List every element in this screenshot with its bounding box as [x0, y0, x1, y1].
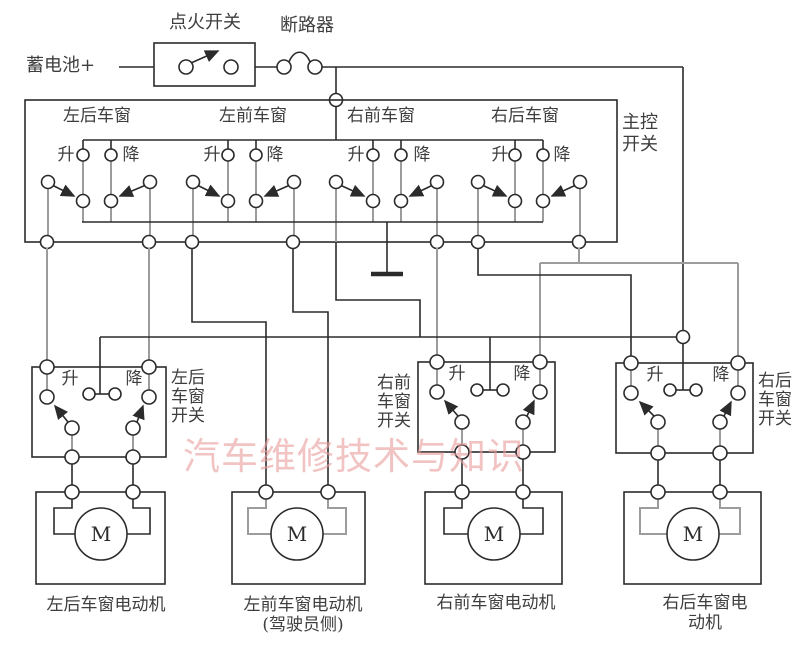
master-switch-label: 主控 开关	[622, 112, 658, 155]
down-label: 降	[122, 145, 140, 165]
right-feed-junction	[675, 329, 691, 345]
terminal-stubs	[82, 140, 544, 149]
up-label: 升	[646, 365, 664, 385]
motor-circle	[74, 507, 128, 561]
lr-motor	[35, 484, 166, 585]
rr-window-switch	[615, 355, 754, 485]
down-label: 降	[513, 364, 531, 384]
down-label: 降	[413, 145, 431, 165]
routing-wires	[46, 242, 739, 485]
down-label: 降	[266, 145, 284, 165]
power-supply-section	[119, 42, 684, 331]
group-label-lr: 左后车窗	[63, 106, 131, 126]
motor-circle	[666, 507, 720, 561]
rf-motor-label: 右前车窗电动机	[436, 593, 556, 613]
ignition-switch-arm	[190, 50, 220, 64]
battery-label: 蓄电池+	[26, 55, 96, 76]
down-label: 降	[125, 369, 143, 389]
up-label: 升	[448, 364, 466, 384]
up-label: 升	[491, 145, 509, 165]
down-label: 降	[712, 365, 730, 385]
up-label: 升	[61, 369, 79, 389]
group-label-rr: 右后车窗	[491, 106, 559, 126]
up-label: 升	[347, 145, 365, 165]
rf-motor	[424, 484, 563, 585]
master-switch-box	[24, 99, 618, 277]
motor-symbol: M	[90, 522, 112, 546]
group-label-rf: 右前车窗	[347, 106, 415, 126]
rf-switch-label: 右前 车窗 开关	[377, 373, 411, 431]
motor-symbol: M	[286, 522, 308, 546]
motor-circle	[467, 507, 521, 561]
motor-symbol: M	[682, 522, 704, 546]
motor-circle	[270, 507, 324, 561]
lf-motor-label: 左前车窗电动机 (驾驶员侧)	[243, 595, 363, 635]
lr-switch-label: 左后 车窗 开关	[171, 368, 205, 426]
down-label: 降	[553, 145, 571, 165]
circuit-breaker-symbol	[288, 51, 311, 63]
ignition-switch-box	[153, 42, 256, 87]
rr-motor-label: 右后车窗电动机	[662, 593, 748, 633]
circuit-breaker-label: 断路器	[280, 15, 334, 36]
lr-motor-label: 左后车窗电动机	[46, 595, 166, 615]
up-label: 升	[203, 145, 221, 165]
gray-internal-wires	[47, 161, 581, 242]
group-label-lf: 左前车窗	[219, 106, 287, 126]
watermark-text: 汽车维修技术与知识	[183, 435, 525, 478]
ignition-switch-label: 点火开关	[169, 12, 241, 33]
ground-symbol	[371, 222, 403, 277]
motor-symbol: M	[483, 522, 505, 546]
rr-switch-label: 右后 车窗 开关	[758, 371, 792, 429]
rr-motor	[623, 484, 762, 585]
up-label: 升	[57, 145, 75, 165]
rf-window-switch	[417, 354, 556, 485]
lf-motor	[231, 484, 366, 585]
lr-window-switch	[31, 359, 167, 485]
master-switch-arms	[51, 184, 577, 197]
